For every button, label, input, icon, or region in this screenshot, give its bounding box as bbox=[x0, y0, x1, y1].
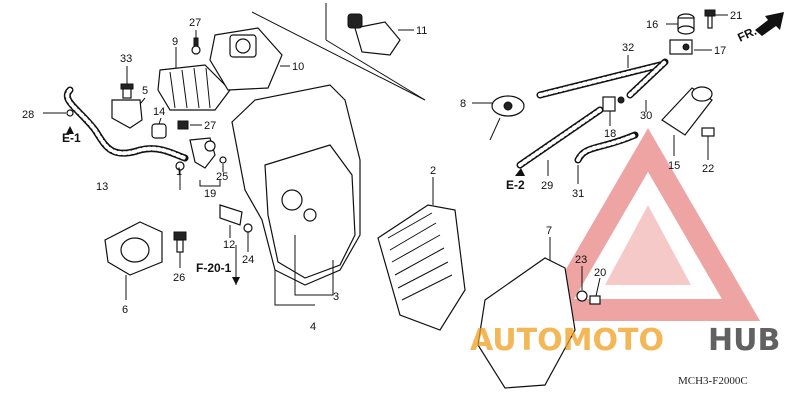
label-19: 19 bbox=[204, 188, 216, 200]
part-23-washer bbox=[576, 290, 588, 302]
part-25-clip bbox=[219, 156, 227, 164]
part-29-hose bbox=[516, 106, 604, 169]
ref-e1: E-1 bbox=[62, 131, 81, 145]
label-26: 26 bbox=[173, 272, 185, 284]
label-2: 2 bbox=[430, 165, 436, 177]
watermark-text-auto: AUTOMOTO bbox=[470, 323, 664, 358]
part-7-cover bbox=[477, 257, 576, 389]
part-14-grommet bbox=[151, 123, 167, 139]
leader-3 bbox=[294, 235, 334, 296]
arrow-e1 bbox=[66, 126, 74, 134]
part-12-plate bbox=[219, 204, 243, 226]
part-28-clip bbox=[66, 109, 74, 117]
part-21-screw bbox=[704, 9, 716, 29]
label-29: 29 bbox=[541, 180, 553, 192]
part-2-filter bbox=[377, 204, 466, 331]
part-31-hose bbox=[574, 131, 639, 164]
direction-arrow bbox=[755, 12, 784, 36]
label-9: 9 bbox=[172, 36, 178, 48]
part-32-hose bbox=[536, 61, 664, 99]
part-8-valve bbox=[489, 95, 525, 141]
part-27-screw-upper bbox=[191, 37, 201, 55]
divider-line bbox=[251, 11, 426, 101]
label-17: 17 bbox=[714, 45, 726, 57]
label-5: 5 bbox=[142, 85, 148, 97]
label-30: 30 bbox=[640, 110, 652, 122]
diagram-code: MCH3-F2000C bbox=[678, 375, 748, 387]
part-10-intake-box bbox=[209, 27, 283, 91]
label-18: 18 bbox=[604, 128, 616, 140]
label-7: 7 bbox=[546, 225, 552, 237]
part-11-sensor bbox=[347, 13, 401, 56]
label-14: 14 bbox=[153, 106, 165, 118]
label-31: 31 bbox=[572, 188, 584, 200]
label-4: 4 bbox=[310, 321, 316, 333]
part-27-screw-lower bbox=[177, 120, 189, 130]
leader-14 bbox=[158, 117, 162, 125]
part-33-bolt bbox=[120, 83, 134, 99]
label-10: 10 bbox=[292, 61, 304, 73]
label-12: 12 bbox=[223, 239, 235, 251]
label-28: 28 bbox=[22, 109, 34, 121]
part-20-screw bbox=[589, 295, 601, 305]
label-15: 15 bbox=[668, 160, 680, 172]
label-24: 24 bbox=[242, 254, 254, 266]
label-22: 22 bbox=[702, 163, 714, 175]
ref-f201: F-20-1 bbox=[196, 261, 232, 275]
leader-4 bbox=[274, 270, 315, 306]
divider-line bbox=[325, 39, 426, 101]
arrow-e2 bbox=[515, 168, 525, 176]
leader-19 bbox=[199, 180, 221, 187]
label-3: 3 bbox=[333, 291, 339, 303]
part-26-bolt bbox=[173, 231, 187, 253]
label-27a: 27 bbox=[189, 17, 201, 29]
leader-5 bbox=[139, 97, 146, 105]
label-20: 20 bbox=[594, 267, 606, 279]
part-17-connector bbox=[669, 39, 693, 55]
label-25: 25 bbox=[216, 171, 228, 183]
part-19-valve bbox=[189, 137, 216, 169]
part-24-clip bbox=[243, 223, 253, 233]
part-18-fitting bbox=[602, 96, 625, 112]
part-16-cap bbox=[677, 13, 695, 35]
part-22-clip bbox=[701, 127, 715, 137]
part-6-holder bbox=[104, 221, 163, 276]
label-1: 1 bbox=[176, 166, 182, 178]
label-6: 6 bbox=[122, 304, 128, 316]
label-8: 8 bbox=[460, 98, 466, 110]
label-23: 23 bbox=[575, 254, 587, 266]
arrow-f201 bbox=[232, 277, 240, 285]
label-13: 13 bbox=[96, 181, 108, 193]
direction-label: FR. bbox=[735, 24, 758, 45]
part-3-air-cleaner-case bbox=[231, 84, 361, 286]
label-32: 32 bbox=[622, 42, 634, 54]
ref-e2: E-2 bbox=[506, 178, 525, 192]
label-16: 16 bbox=[646, 19, 658, 31]
leader-20 bbox=[595, 277, 601, 297]
part-9-duct bbox=[157, 64, 231, 111]
label-33: 33 bbox=[120, 53, 132, 65]
part-13-hose bbox=[64, 86, 189, 162]
label-27b: 27 bbox=[204, 120, 216, 132]
watermark-logo bbox=[535, 128, 761, 321]
part-30-hose bbox=[626, 58, 669, 99]
label-11: 11 bbox=[416, 25, 427, 37]
watermark-text-hub: HUB bbox=[708, 323, 780, 358]
label-21: 21 bbox=[730, 10, 742, 22]
part-5-bracket bbox=[111, 99, 143, 129]
part-15-canister bbox=[661, 86, 713, 136]
